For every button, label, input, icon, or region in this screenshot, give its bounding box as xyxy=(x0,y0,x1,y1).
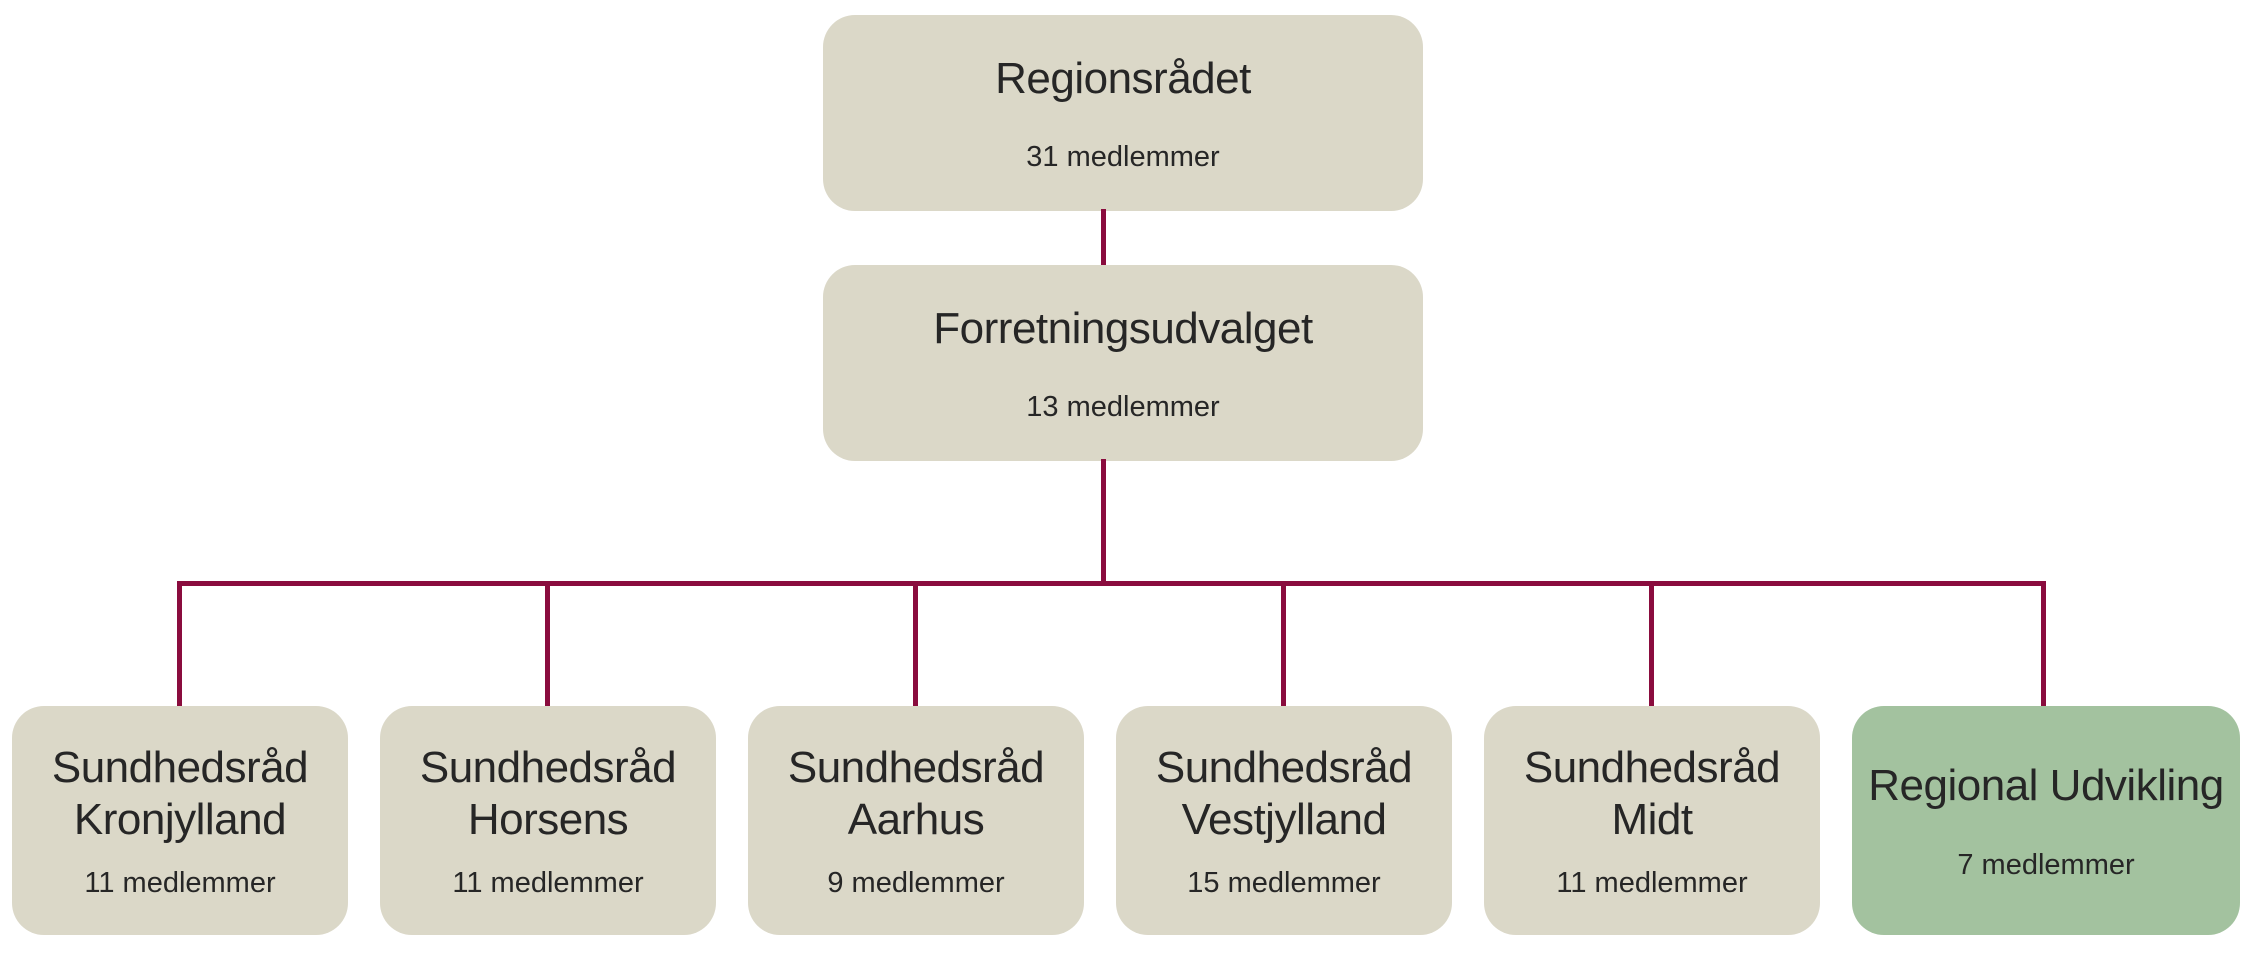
connector-regionsraadet-forretningsudvalget xyxy=(1101,209,1106,267)
connector-forretningsudvalget-trunk xyxy=(1101,459,1106,583)
org-box-regionsraadet: Regionsrådet 31 medlemmer xyxy=(823,15,1423,211)
org-box-forretningsudvalget: Forretningsudvalget 13 medlemmer xyxy=(823,265,1423,461)
org-box-title: Sundhedsråd Horsens xyxy=(419,742,677,844)
org-box-sundhedsraad-midt: Sundhedsråd Midt 11 medlemmer xyxy=(1484,706,1820,935)
org-box-subtitle: 7 medlemmer xyxy=(1957,848,2135,881)
connector-horizontal-rail xyxy=(177,581,2046,586)
org-box-title: Sundhedsråd Kronjylland xyxy=(51,742,309,844)
org-box-subtitle: 11 medlemmer xyxy=(84,866,276,899)
org-box-regional-udvikling: Regional Udvikling 7 medlemmer xyxy=(1852,706,2240,935)
connector-drop-horsens xyxy=(545,581,550,706)
org-box-title: Sundhedsråd Midt xyxy=(1523,742,1781,844)
org-box-title: Sundhedsråd Aarhus xyxy=(787,742,1045,844)
org-box-subtitle: 9 medlemmer xyxy=(827,866,1005,899)
org-box-subtitle: 31 medlemmer xyxy=(1026,141,1220,173)
org-box-sundhedsraad-vestjylland: Sundhedsråd Vestjylland 15 medlemmer xyxy=(1116,706,1452,935)
org-box-sundhedsraad-aarhus: Sundhedsråd Aarhus 9 medlemmer xyxy=(748,706,1084,935)
org-box-subtitle: 13 medlemmer xyxy=(1026,391,1220,423)
org-box-sundhedsraad-horsens: Sundhedsråd Horsens 11 medlemmer xyxy=(380,706,716,935)
org-box-title: Forretningsudvalget xyxy=(933,304,1313,353)
connector-drop-aarhus xyxy=(913,581,918,706)
org-box-subtitle: 11 medlemmer xyxy=(1556,866,1748,899)
connector-drop-kronjylland xyxy=(177,581,182,706)
org-box-subtitle: 15 medlemmer xyxy=(1187,866,1381,899)
connector-drop-vestjylland xyxy=(1281,581,1286,706)
org-box-sundhedsraad-kronjylland: Sundhedsråd Kronjylland 11 medlemmer xyxy=(12,706,348,935)
org-box-title: Regional Udvikling xyxy=(1868,760,2224,810)
org-box-title: Sundhedsråd Vestjylland xyxy=(1155,742,1413,844)
org-box-title: Regionsrådet xyxy=(995,54,1251,103)
connector-drop-regional-udvikling xyxy=(2041,581,2046,706)
org-box-subtitle: 11 medlemmer xyxy=(452,866,644,899)
connector-drop-midt xyxy=(1649,581,1654,706)
